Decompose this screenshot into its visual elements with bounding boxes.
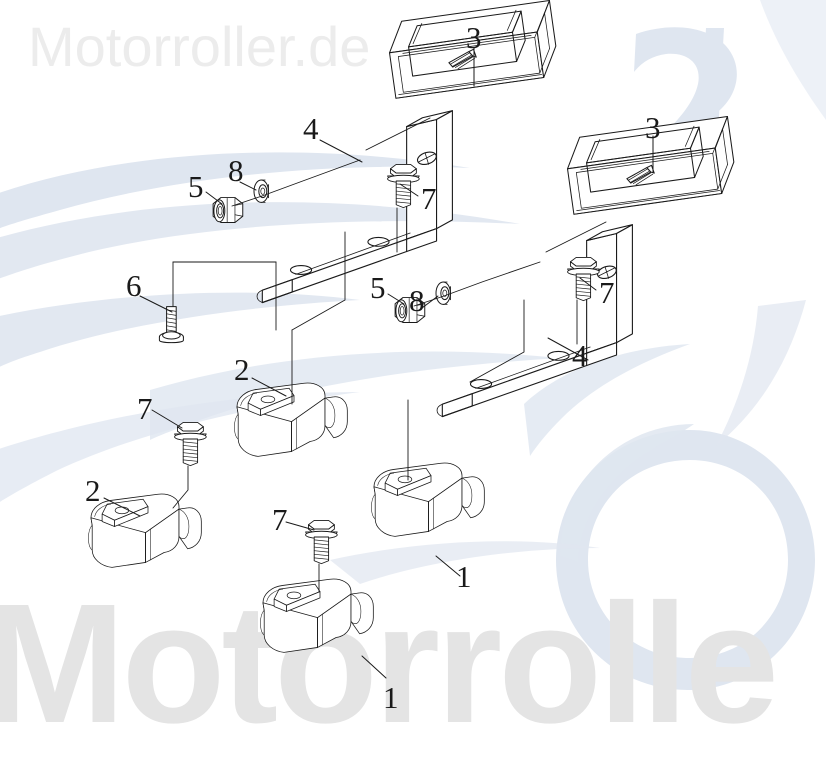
part-lamp-front-bottom [260,578,374,653]
callout-3-upper: 3 [466,20,482,55]
watermark-top-text: Motorroller.de [28,15,371,78]
part-flange-nut-upper [212,197,244,224]
part-hex-bolt-c [174,421,207,467]
part-hex-bolt-d [305,519,338,565]
callout-7-bottom: 7 [272,502,288,537]
assembly-axis-lines [172,117,607,593]
part-flat-washer-lower [435,281,451,305]
callout-4-upper: 4 [303,111,319,146]
watermark-bottom-text: Motorrolle [0,569,779,758]
callout-7-upper: 7 [421,181,437,216]
part-lamp-rear-left [88,493,202,568]
callout-2-upper: 2 [234,352,250,387]
callout-1-right: 1 [456,559,472,594]
callout-5-lower: 5 [370,270,386,305]
callout-leader-lines [103,47,654,679]
callout-7-left: 7 [137,391,153,426]
callout-5-upper: 5 [188,169,204,204]
callout-7-right: 7 [599,275,615,310]
callout-4-lower: 4 [572,338,588,373]
callout-8-upper: 8 [228,153,244,188]
callout-6: 6 [126,268,142,303]
part-flat-washer-upper [253,179,269,203]
callout-8-lower: 8 [409,283,425,318]
callout-1-bottom: 1 [383,680,399,715]
part-lamp-rear-upper [234,382,348,457]
callout-2-lower: 2 [85,473,101,508]
callout-3-right: 3 [645,110,661,145]
part-lamp-front-right [371,462,485,537]
part-l-bracket-lower [436,224,633,418]
